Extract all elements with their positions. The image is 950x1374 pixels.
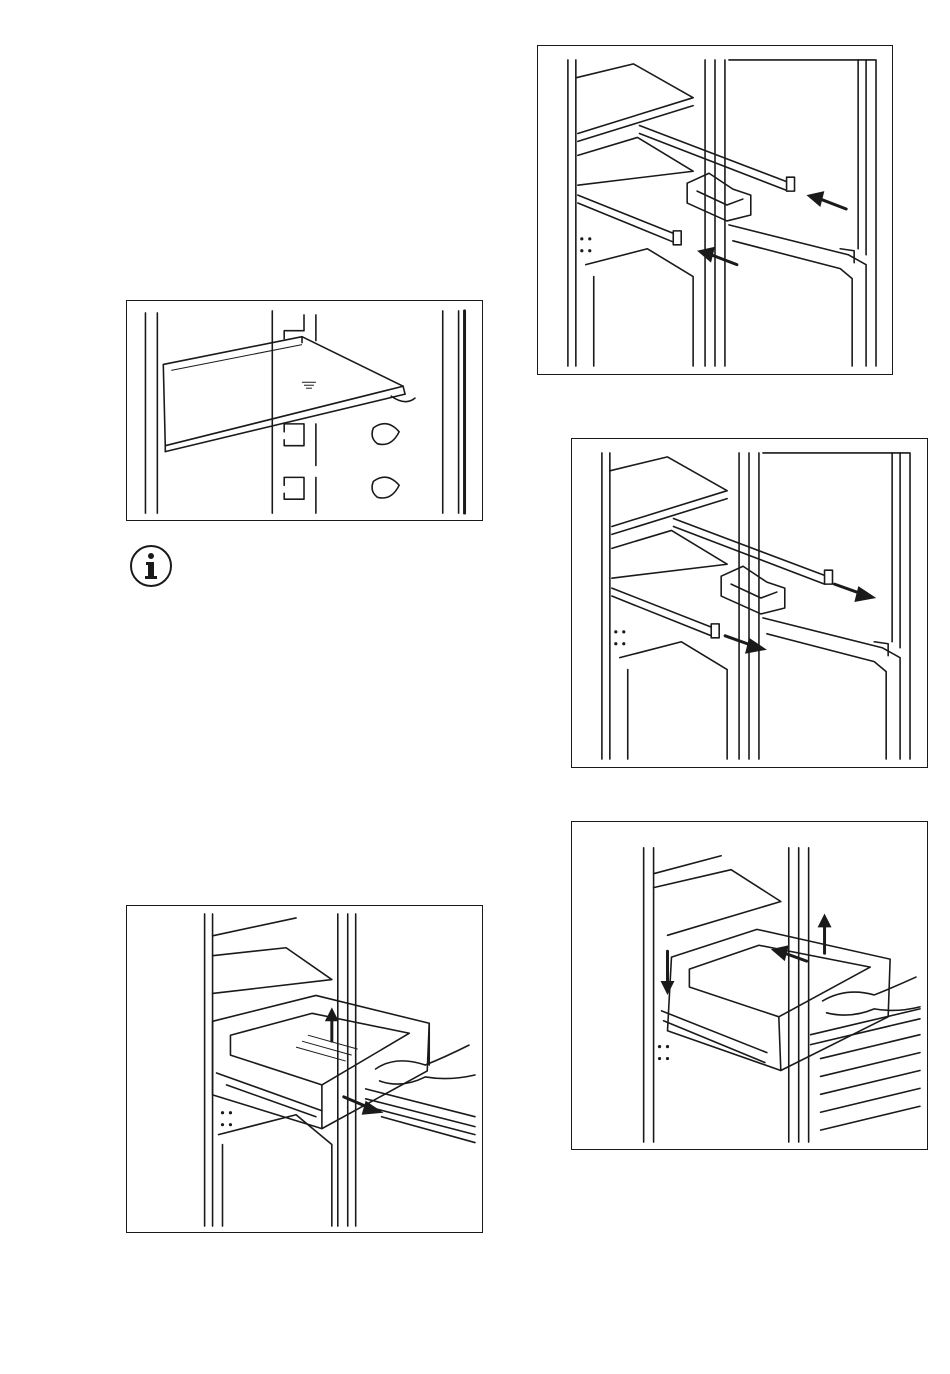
info-icon <box>128 543 174 589</box>
rails-pull-out-drawing <box>572 439 927 767</box>
shelf-illustration <box>126 300 483 521</box>
drawer-insert-illustration <box>571 821 928 1150</box>
drawer-insert-drawing <box>572 822 927 1149</box>
rails-pull-out-illustration <box>571 438 928 768</box>
drawer-remove-illustration <box>126 905 483 1233</box>
drawer-remove-drawing <box>127 906 482 1232</box>
shelf-drawing <box>127 301 482 520</box>
rails-push-in-illustration <box>537 45 893 375</box>
rails-push-in-drawing <box>538 46 892 374</box>
